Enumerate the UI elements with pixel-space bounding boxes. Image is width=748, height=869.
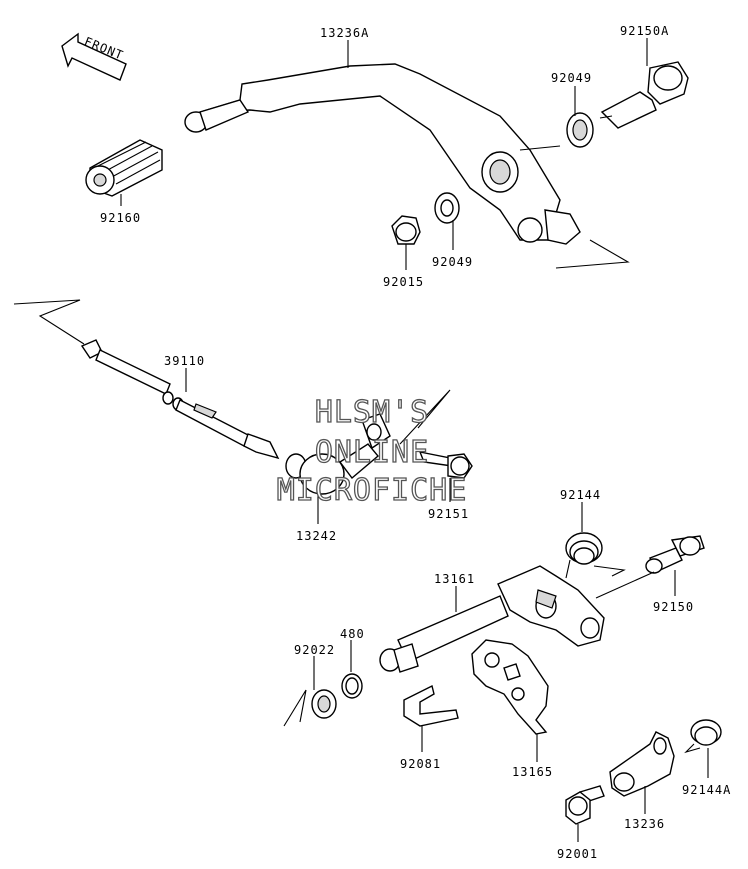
washer-92049-top — [566, 112, 594, 148]
part-label-480: 480 — [340, 627, 365, 641]
shift-shaft-13161 — [379, 565, 605, 673]
clip-92081 — [403, 684, 459, 727]
bolt-92001 — [565, 785, 605, 825]
bolt-92150A — [600, 61, 689, 129]
bolt-92150 — [645, 535, 705, 574]
washer-92049-lower — [434, 192, 460, 224]
part-label-39110: 39110 — [164, 354, 205, 368]
tie-rod-end-13242 — [285, 413, 391, 495]
shift-pedal-13236A — [184, 63, 581, 245]
tie-rod-39110 — [80, 339, 280, 460]
bolt-92151 — [418, 451, 473, 479]
nut-92015 — [391, 215, 421, 245]
circlip-480 — [341, 673, 363, 699]
part-label-13165: 13165 — [512, 765, 553, 779]
spring-92144A — [684, 719, 722, 754]
pedal-rubber-92160 — [85, 139, 163, 197]
lever-13236 — [609, 731, 675, 797]
part-label-92151: 92151 — [428, 507, 469, 521]
part-label-92049-top: 92049 — [551, 71, 592, 85]
spring-92144 — [565, 532, 626, 579]
part-label-13242: 13242 — [296, 529, 337, 543]
watermark-line-3: MICROFICHE — [277, 473, 468, 508]
part-label-92049-lower: 92049 — [432, 255, 473, 269]
part-label-92144: 92144 — [560, 488, 601, 502]
part-label-92001: 92001 — [557, 847, 598, 861]
washer-92022 — [311, 689, 337, 719]
part-label-92144A: 92144A — [682, 783, 731, 797]
watermark-line-1: HLSM'S — [315, 395, 429, 430]
part-label-13161: 13161 — [434, 572, 475, 586]
part-label-92022: 92022 — [294, 643, 335, 657]
watermark: HLSM'S ONLINE MICROFICHE — [276, 394, 468, 508]
part-label-92150: 92150 — [653, 600, 694, 614]
leader-lines — [120, 38, 709, 842]
part-label-13236A: 13236A — [320, 26, 369, 40]
watermark-line-2: ONLINE — [315, 435, 429, 470]
part-label-92015: 92015 — [383, 275, 424, 289]
plate-13165 — [471, 639, 549, 735]
part-label-92150A: 92150A — [620, 24, 669, 38]
part-label-92160: 92160 — [100, 211, 141, 225]
part-label-13236: 13236 — [624, 817, 665, 831]
front-arrow-icon: FRONT — [61, 32, 127, 81]
part-label-92081: 92081 — [400, 757, 441, 771]
